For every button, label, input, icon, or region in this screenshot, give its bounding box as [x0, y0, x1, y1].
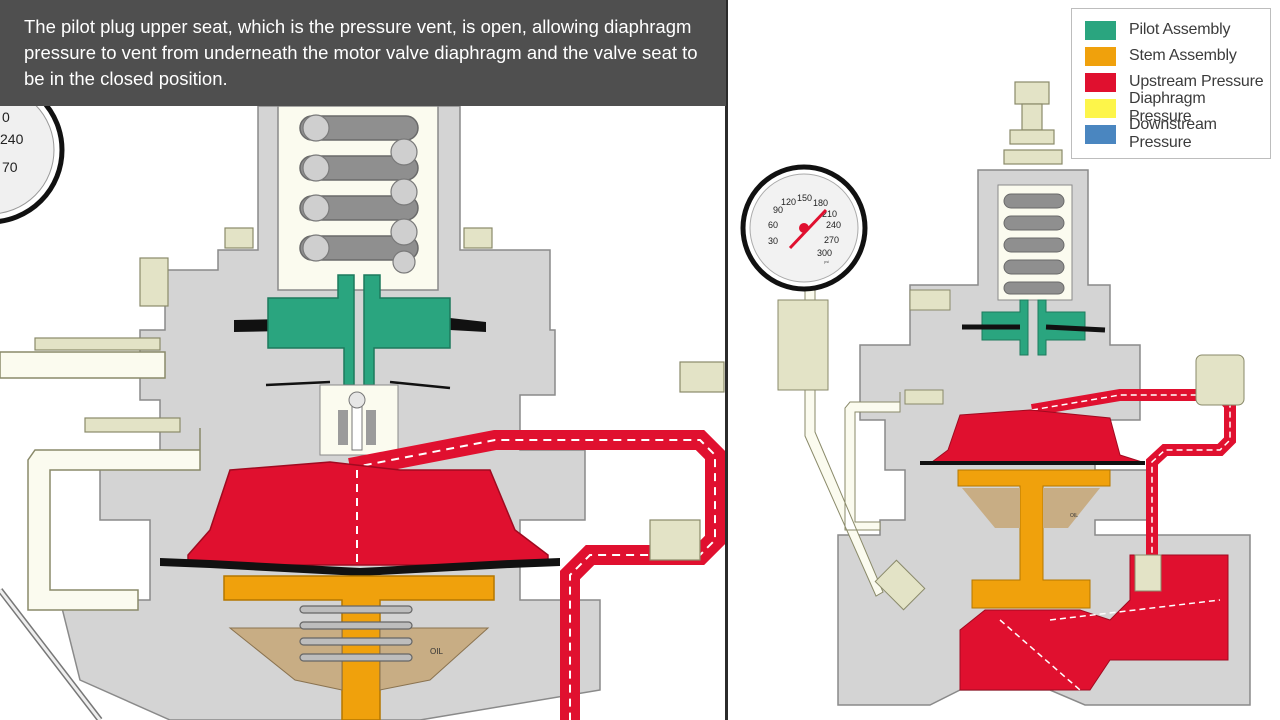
svg-text:30: 30	[768, 236, 778, 246]
legend-swatch	[1085, 98, 1116, 118]
svg-text:240: 240	[826, 220, 841, 230]
stem-assembly-zoomed	[223, 575, 495, 720]
legend-item-upstream-pressure: Upstream Pressure	[1085, 69, 1270, 95]
legend-item-diaphragm-pressure: Diaphragm Pressure	[1085, 90, 1270, 125]
full-regulator-view: OIL 30 60 90 120 150 180 210 240 270 300	[740, 81, 1251, 706]
svg-text:70: 70	[2, 159, 18, 175]
legend-label: Pilot Assembly	[1129, 21, 1231, 38]
legend-swatch	[1085, 20, 1116, 40]
legend-swatch	[1085, 124, 1116, 144]
legend-swatch	[1085, 72, 1116, 92]
pressure-gauge-zoomed: 0 240 70	[0, 76, 65, 224]
svg-text:60: 60	[768, 220, 778, 230]
caption-banner: The pilot plug upper seat, which is the …	[0, 0, 726, 106]
oil-label-zoomed: OIL	[430, 647, 443, 656]
stem-assembly-full	[957, 469, 1111, 609]
pilot-spring-zoomed	[299, 115, 419, 261]
oil-label-full: OIL	[1070, 513, 1078, 519]
legend-item-pilot-assembly: Pilot Assembly	[1085, 17, 1270, 43]
zoomed-view: OIL 0 240 70	[0, 0, 728, 720]
upstream-chamber-zoomed	[187, 461, 549, 566]
legend-item-stem-assembly: Stem Assembly	[1085, 43, 1270, 69]
svg-text:240: 240	[0, 131, 24, 147]
svg-text:psi: psi	[824, 259, 829, 264]
legend-label: Stem Assembly	[1129, 47, 1237, 64]
svg-text:90: 90	[773, 205, 783, 215]
color-legend: Pilot Assembly Stem Assembly Upstream Pr…	[1071, 8, 1271, 159]
pressure-gauge-full: 30 60 90 120 150 180 210 240 270 300 psi	[740, 164, 868, 292]
svg-text:210: 210	[822, 209, 837, 219]
svg-text:270: 270	[824, 235, 839, 245]
legend-label: Upstream Pressure	[1129, 73, 1264, 90]
svg-text:120: 120	[781, 197, 796, 207]
legend-swatch	[1085, 46, 1116, 66]
svg-text:180: 180	[813, 198, 828, 208]
pilot-assembly-full	[981, 299, 1086, 356]
svg-text:0: 0	[2, 109, 10, 125]
legend-label: Diaphragm Pressure	[1129, 90, 1206, 125]
svg-text:150: 150	[797, 193, 812, 203]
svg-text:300: 300	[817, 248, 832, 258]
upstream-chamber-full	[930, 409, 1143, 463]
legend-item-downstream-pressure: Downstream Pressure	[1085, 116, 1270, 151]
legend-label: Downstream Pressure	[1129, 116, 1217, 151]
caption-text: The pilot plug upper seat, which is the …	[24, 16, 698, 89]
sense-line-zoomed	[0, 351, 201, 611]
